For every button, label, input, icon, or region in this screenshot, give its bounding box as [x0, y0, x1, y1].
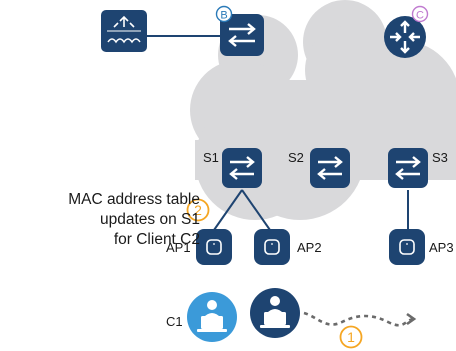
- access-point-ap3-icon: [389, 229, 425, 265]
- switch-b-icon: [220, 14, 264, 56]
- roaming-path: [303, 311, 414, 327]
- svg-text:B: B: [220, 10, 227, 22]
- marker-c: C: [411, 5, 429, 23]
- svg-text:2: 2: [194, 202, 202, 218]
- caption-line-1: MAC address table: [68, 191, 200, 208]
- access-point-ap2-icon: [254, 229, 290, 265]
- link-s1-ap2: [241, 189, 271, 231]
- client-c2-icon: [250, 288, 300, 338]
- svg-text:C: C: [416, 10, 424, 22]
- svg-text:1: 1: [347, 329, 355, 345]
- client-c1-icon: [187, 292, 237, 342]
- caption-line-3: for Client C2: [113, 231, 200, 248]
- access-point-ap1-icon: [196, 229, 232, 265]
- label-c1: C1: [166, 314, 183, 329]
- label-s2: S2: [288, 150, 304, 165]
- marker-b: B: [215, 5, 233, 23]
- label-s3: S3: [432, 150, 448, 165]
- step-2-marker: 2: [186, 198, 210, 222]
- caption-line-2: updates on S1: [100, 211, 200, 228]
- router-icon: [384, 16, 426, 58]
- mac-table-caption: MAC address table updates on S1 for Clie…: [0, 190, 200, 250]
- step-1-marker: 1: [339, 325, 363, 349]
- label-ap3: AP3: [429, 240, 454, 255]
- switch-s2-icon: [310, 148, 350, 188]
- switch-s3-icon: [388, 148, 428, 188]
- roaming-arrowhead: [406, 312, 417, 326]
- label-ap1: AP1: [166, 240, 191, 255]
- wireless-controller-icon: [101, 10, 147, 52]
- label-s1: S1: [203, 150, 219, 165]
- link-s1-ap1: [213, 189, 243, 231]
- label-ap2: AP2: [297, 240, 322, 255]
- switch-s1-icon: [222, 148, 262, 188]
